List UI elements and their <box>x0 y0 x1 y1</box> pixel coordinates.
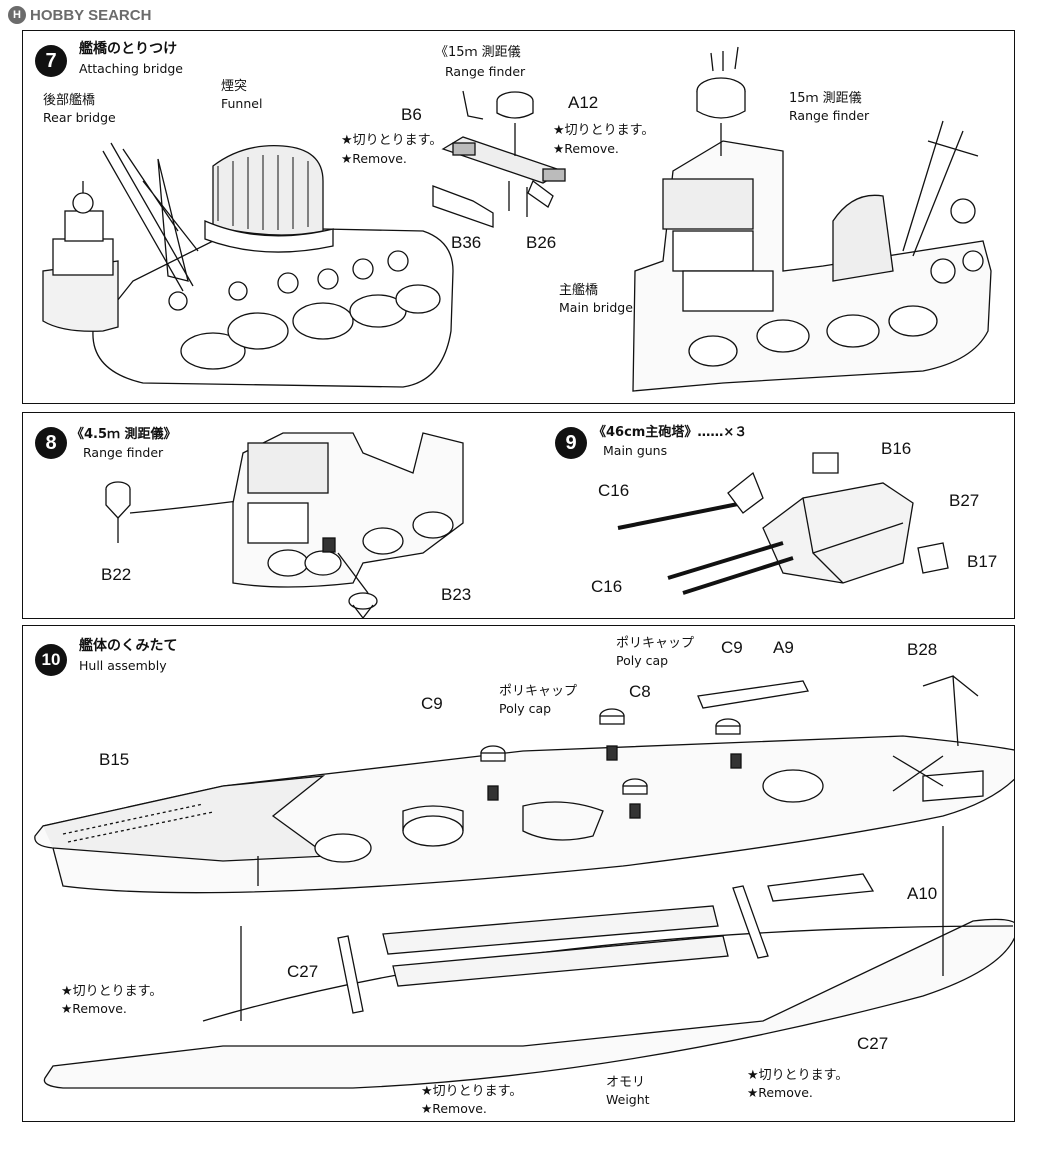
part-b36: B36 <box>451 233 482 252</box>
remove-note-1: ★切りとります。 <box>341 133 443 148</box>
step-10-drawing <box>34 675 1014 1089</box>
remove-note-hull-3: ★切りとります。 <box>747 1068 849 1083</box>
remove-note-hull-3-en: ★Remove. <box>747 1085 813 1100</box>
part-b15: B15 <box>99 750 130 769</box>
weight-label: オモリ <box>606 1075 646 1090</box>
funnel-label: 煙突 <box>221 79 248 94</box>
part-b6: B6 <box>401 105 422 124</box>
part-c27-right: C27 <box>857 1034 889 1053</box>
step-9-title-en: Main guns <box>603 443 668 458</box>
part-c8: C8 <box>629 682 651 701</box>
polycap-label-2-en: Poly cap <box>499 701 552 716</box>
watermark: H HOBBY SEARCH <box>8 4 151 26</box>
rangefinder-15m-title: 《15ｍ 測距儀 <box>435 45 521 60</box>
step-8-9-panel: 8 《4.5ｍ 測距儀》 Range finder B22 B23 9 《46c… <box>22 412 1015 619</box>
part-b28: B28 <box>907 640 938 659</box>
part-b17: B17 <box>967 552 998 571</box>
remove-note-2: ★切りとります。 <box>553 123 655 138</box>
step-7-panel: 7 艦橋のとりつけ Attaching bridge 後部艦橋 Rear bri… <box>22 30 1015 404</box>
watermark-text: HOBBY SEARCH <box>30 6 152 24</box>
part-a12: A12 <box>568 93 599 112</box>
step-8-9-drawing <box>105 432 949 618</box>
step-10-title: 艦体のくみたて <box>79 638 178 654</box>
remove-note-1-en: ★Remove. <box>341 151 407 166</box>
step-10-panel: 10 艦体のくみたて Hull assembly B15 C9 C8 C9 A9… <box>22 625 1015 1122</box>
part-b22: B22 <box>101 565 132 584</box>
part-b26: B26 <box>526 233 557 252</box>
step-7-drawing <box>42 46 992 392</box>
part-a10: A10 <box>907 884 938 903</box>
part-a9: A9 <box>773 638 794 657</box>
part-b23: B23 <box>441 585 472 604</box>
step-9-title: 《46cm主砲塔》……×３ <box>593 425 748 440</box>
step-9-number: 9 <box>555 427 587 459</box>
rear-bridge-label: 後部艦橋 <box>43 93 96 108</box>
part-b16: B16 <box>881 439 912 458</box>
main-bridge-label-en: Main bridge <box>559 300 633 315</box>
step-8-number: 8 <box>35 427 67 459</box>
remove-note-hull-2: ★切りとります。 <box>421 1084 523 1099</box>
polycap-label-1-en: Poly cap <box>616 653 669 668</box>
step-10-number: 10 <box>35 644 67 676</box>
part-b27: B27 <box>949 491 980 510</box>
step-7-title-en: Attaching bridge <box>79 61 183 76</box>
remove-note-hull-2-en: ★Remove. <box>421 1101 487 1116</box>
remove-note-hull-1-en: ★Remove. <box>61 1001 127 1016</box>
part-c16-guns: C16 <box>591 577 623 596</box>
step-10-title-en: Hull assembly <box>79 658 167 673</box>
part-c16-barrel: C16 <box>598 481 630 500</box>
weight-label-en: Weight <box>606 1092 650 1107</box>
step-7-number: 7 <box>35 45 67 77</box>
part-c9-left: C9 <box>421 694 443 713</box>
part-c9-right: C9 <box>721 638 743 657</box>
step-7-title: 艦橋のとりつけ <box>79 41 178 57</box>
part-c27-left: C27 <box>287 962 319 981</box>
main-bridge-label: 主艦橋 <box>559 283 599 298</box>
polycap-label-1: ポリキャップ <box>616 636 695 651</box>
rear-bridge-label-en: Rear bridge <box>43 110 116 125</box>
step-8-title: 《4.5ｍ 測距儀》 <box>71 427 177 442</box>
remove-note-hull-1: ★切りとります。 <box>61 984 163 999</box>
remove-note-2-en: ★Remove. <box>553 141 619 156</box>
polycap-label-2: ポリキャップ <box>499 684 578 699</box>
rangefinder-15m-right: 15ｍ 測距儀 <box>789 91 862 106</box>
rangefinder-15m-right-en: Range finder <box>789 108 870 123</box>
funnel-label-en: Funnel <box>221 96 263 111</box>
step-8-title-en: Range finder <box>83 445 164 460</box>
watermark-logo-icon: H <box>8 6 26 24</box>
rangefinder-15m-title-en: Range finder <box>445 64 526 79</box>
